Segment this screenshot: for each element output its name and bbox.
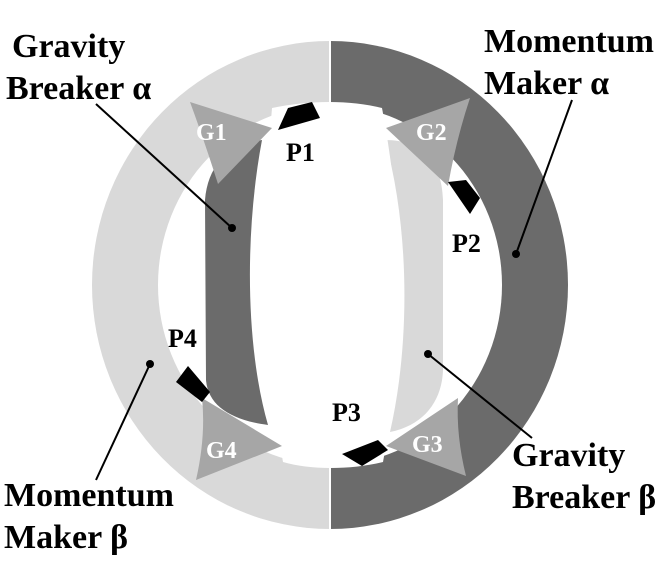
leader-gravity-breaker-beta	[424, 350, 533, 439]
gear-g3: G3	[386, 398, 466, 476]
gravity-breaker-beta-line2: Breaker β	[512, 479, 656, 516]
gravity-breaker-alpha-line1: Gravity	[12, 28, 125, 65]
gear-g2-label: G2	[416, 120, 447, 146]
label-momentum-maker-beta: Momentum Maker β	[4, 477, 174, 556]
gravity-breaker-beta-segment	[385, 140, 443, 432]
gravity-breaker-alpha-segment	[205, 140, 268, 425]
momentum-maker-beta-line1: Momentum	[4, 477, 174, 514]
leader-momentum-maker-beta	[95, 360, 154, 481]
gear-g2: G2	[386, 98, 470, 186]
pin-p2: P2	[448, 180, 481, 258]
gravity-breaker-alpha-line2: Breaker α	[6, 70, 151, 107]
pin-p4-label: P4	[168, 324, 197, 353]
gear-g4-label: G4	[206, 438, 237, 464]
momentum-maker-alpha-line1: Momentum	[484, 23, 654, 60]
leader-gravity-breaker-alpha	[95, 103, 236, 232]
leader-momentum-maker-alpha	[512, 99, 573, 258]
pin-p1: P1	[278, 102, 320, 167]
momentum-maker-alpha-line2: Maker α	[484, 65, 609, 102]
gear-g1: G1	[190, 102, 272, 184]
gear-g3-label: G3	[412, 432, 443, 458]
gear-g4: G4	[196, 398, 282, 480]
central-capsule	[265, 102, 400, 468]
pin-p3-label: P3	[332, 398, 361, 427]
gravity-breaker-beta-line1: Gravity	[512, 437, 625, 474]
pin-p4: P4	[168, 324, 210, 402]
gear-g1-label: G1	[196, 120, 227, 146]
momentum-maker-beta-line2: Maker β	[4, 519, 128, 556]
label-gravity-breaker-alpha: Gravity Breaker α	[6, 28, 151, 107]
pin-p2-label: P2	[452, 229, 481, 258]
label-gravity-breaker-beta: Gravity Breaker β	[512, 437, 656, 516]
pin-p1-label: P1	[286, 138, 315, 167]
pin-p3: P3	[332, 398, 388, 466]
label-momentum-maker-alpha: Momentum Maker α	[484, 23, 654, 102]
